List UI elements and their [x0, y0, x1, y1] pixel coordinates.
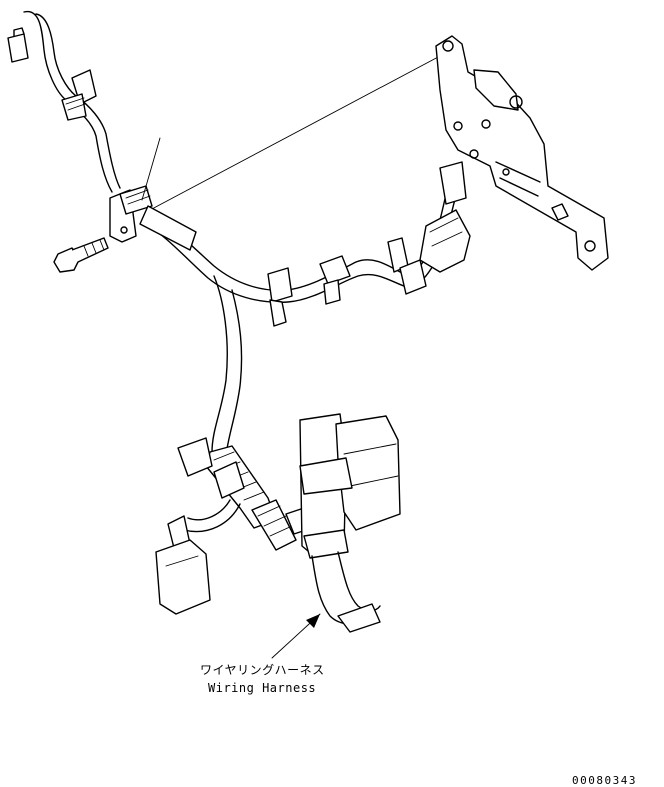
wiring-harness-callout-arrow — [271, 613, 321, 659]
drawing-code: 00080343 — [572, 774, 637, 787]
upper-left-clamp — [61, 69, 97, 121]
mounting-bracket — [435, 35, 609, 271]
hanging-connector-left — [155, 437, 245, 615]
harness-vertical-run — [211, 275, 243, 457]
wiring-harness-label-en: Wiring Harness — [208, 681, 316, 695]
leader-line-clamp — [141, 137, 161, 201]
right-connector-block — [419, 161, 471, 273]
harness-upper-left-run — [23, 10, 77, 101]
wiring-harness-label-jp: ワイヤリングハーネス — [200, 663, 325, 677]
mid-clamp-2 — [319, 255, 351, 305]
bolt — [53, 237, 109, 273]
mid-clamp-1 — [267, 267, 293, 327]
top-left-connector — [7, 27, 29, 63]
mid-clamp-3 — [387, 237, 427, 295]
leader-line-bracket — [149, 55, 441, 211]
clamp-with-bolt-hole — [109, 185, 153, 243]
relay-box — [299, 413, 401, 559]
